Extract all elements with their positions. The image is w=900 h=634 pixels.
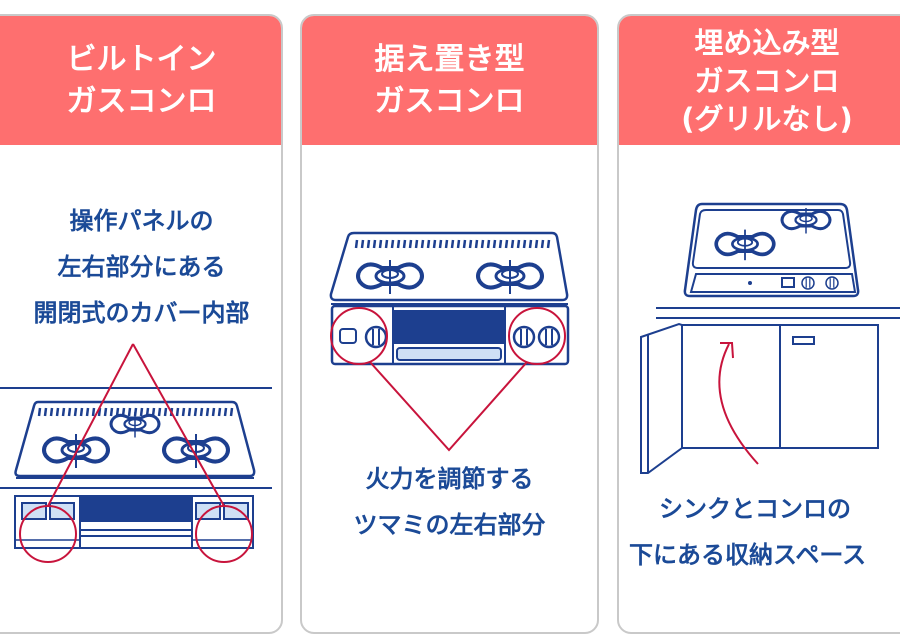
card-title-line: ガスコンロ bbox=[694, 63, 840, 98]
card-header: 据え置き型 ガスコンロ bbox=[302, 16, 597, 145]
built-in-gas-stove-icon bbox=[0, 343, 272, 563]
card-title-line: ガスコンロ bbox=[374, 83, 525, 119]
description-line: 開閉式のカバー内部 bbox=[33, 299, 250, 327]
arrow-icon bbox=[718, 342, 759, 465]
card-header: ビルトイン ガスコンロ bbox=[0, 16, 281, 145]
card-description: 操作パネルの 左右部分にある 開閉式のカバー内部 bbox=[0, 198, 281, 336]
tabletop-gas-stove-icon bbox=[329, 231, 570, 452]
drop-in-gas-stove-cabinet-icon bbox=[640, 202, 900, 474]
highlight-marker bbox=[19, 343, 253, 563]
card-title-line: 埋め込み型 bbox=[694, 25, 840, 60]
description-line: 火力を調節する bbox=[365, 465, 534, 493]
description-line: 左右部分にある bbox=[57, 253, 226, 281]
card-title-line: ビルトイン bbox=[66, 41, 217, 77]
card-description: 火力を調節する ツマミの左右部分 bbox=[302, 456, 597, 548]
card-title-line: 据え置き型 bbox=[374, 41, 525, 77]
description-line: シンクとコンロの bbox=[659, 495, 851, 523]
highlight-marker bbox=[330, 307, 566, 452]
description-line: ツマミの左右部分 bbox=[353, 511, 546, 539]
description-line: 下にある収納スペース bbox=[629, 541, 867, 569]
description-line: 操作パネルの bbox=[69, 207, 214, 235]
card-title-line: ガスコンロ bbox=[66, 83, 217, 119]
card-header: 埋め込み型 ガスコンロ (グリルなし) bbox=[619, 16, 900, 145]
card-description: シンクとコンロの 下にある収納スペース bbox=[619, 486, 900, 578]
illustrations-layer bbox=[0, 202, 900, 563]
card-title-line: (グリルなし) bbox=[681, 101, 853, 136]
